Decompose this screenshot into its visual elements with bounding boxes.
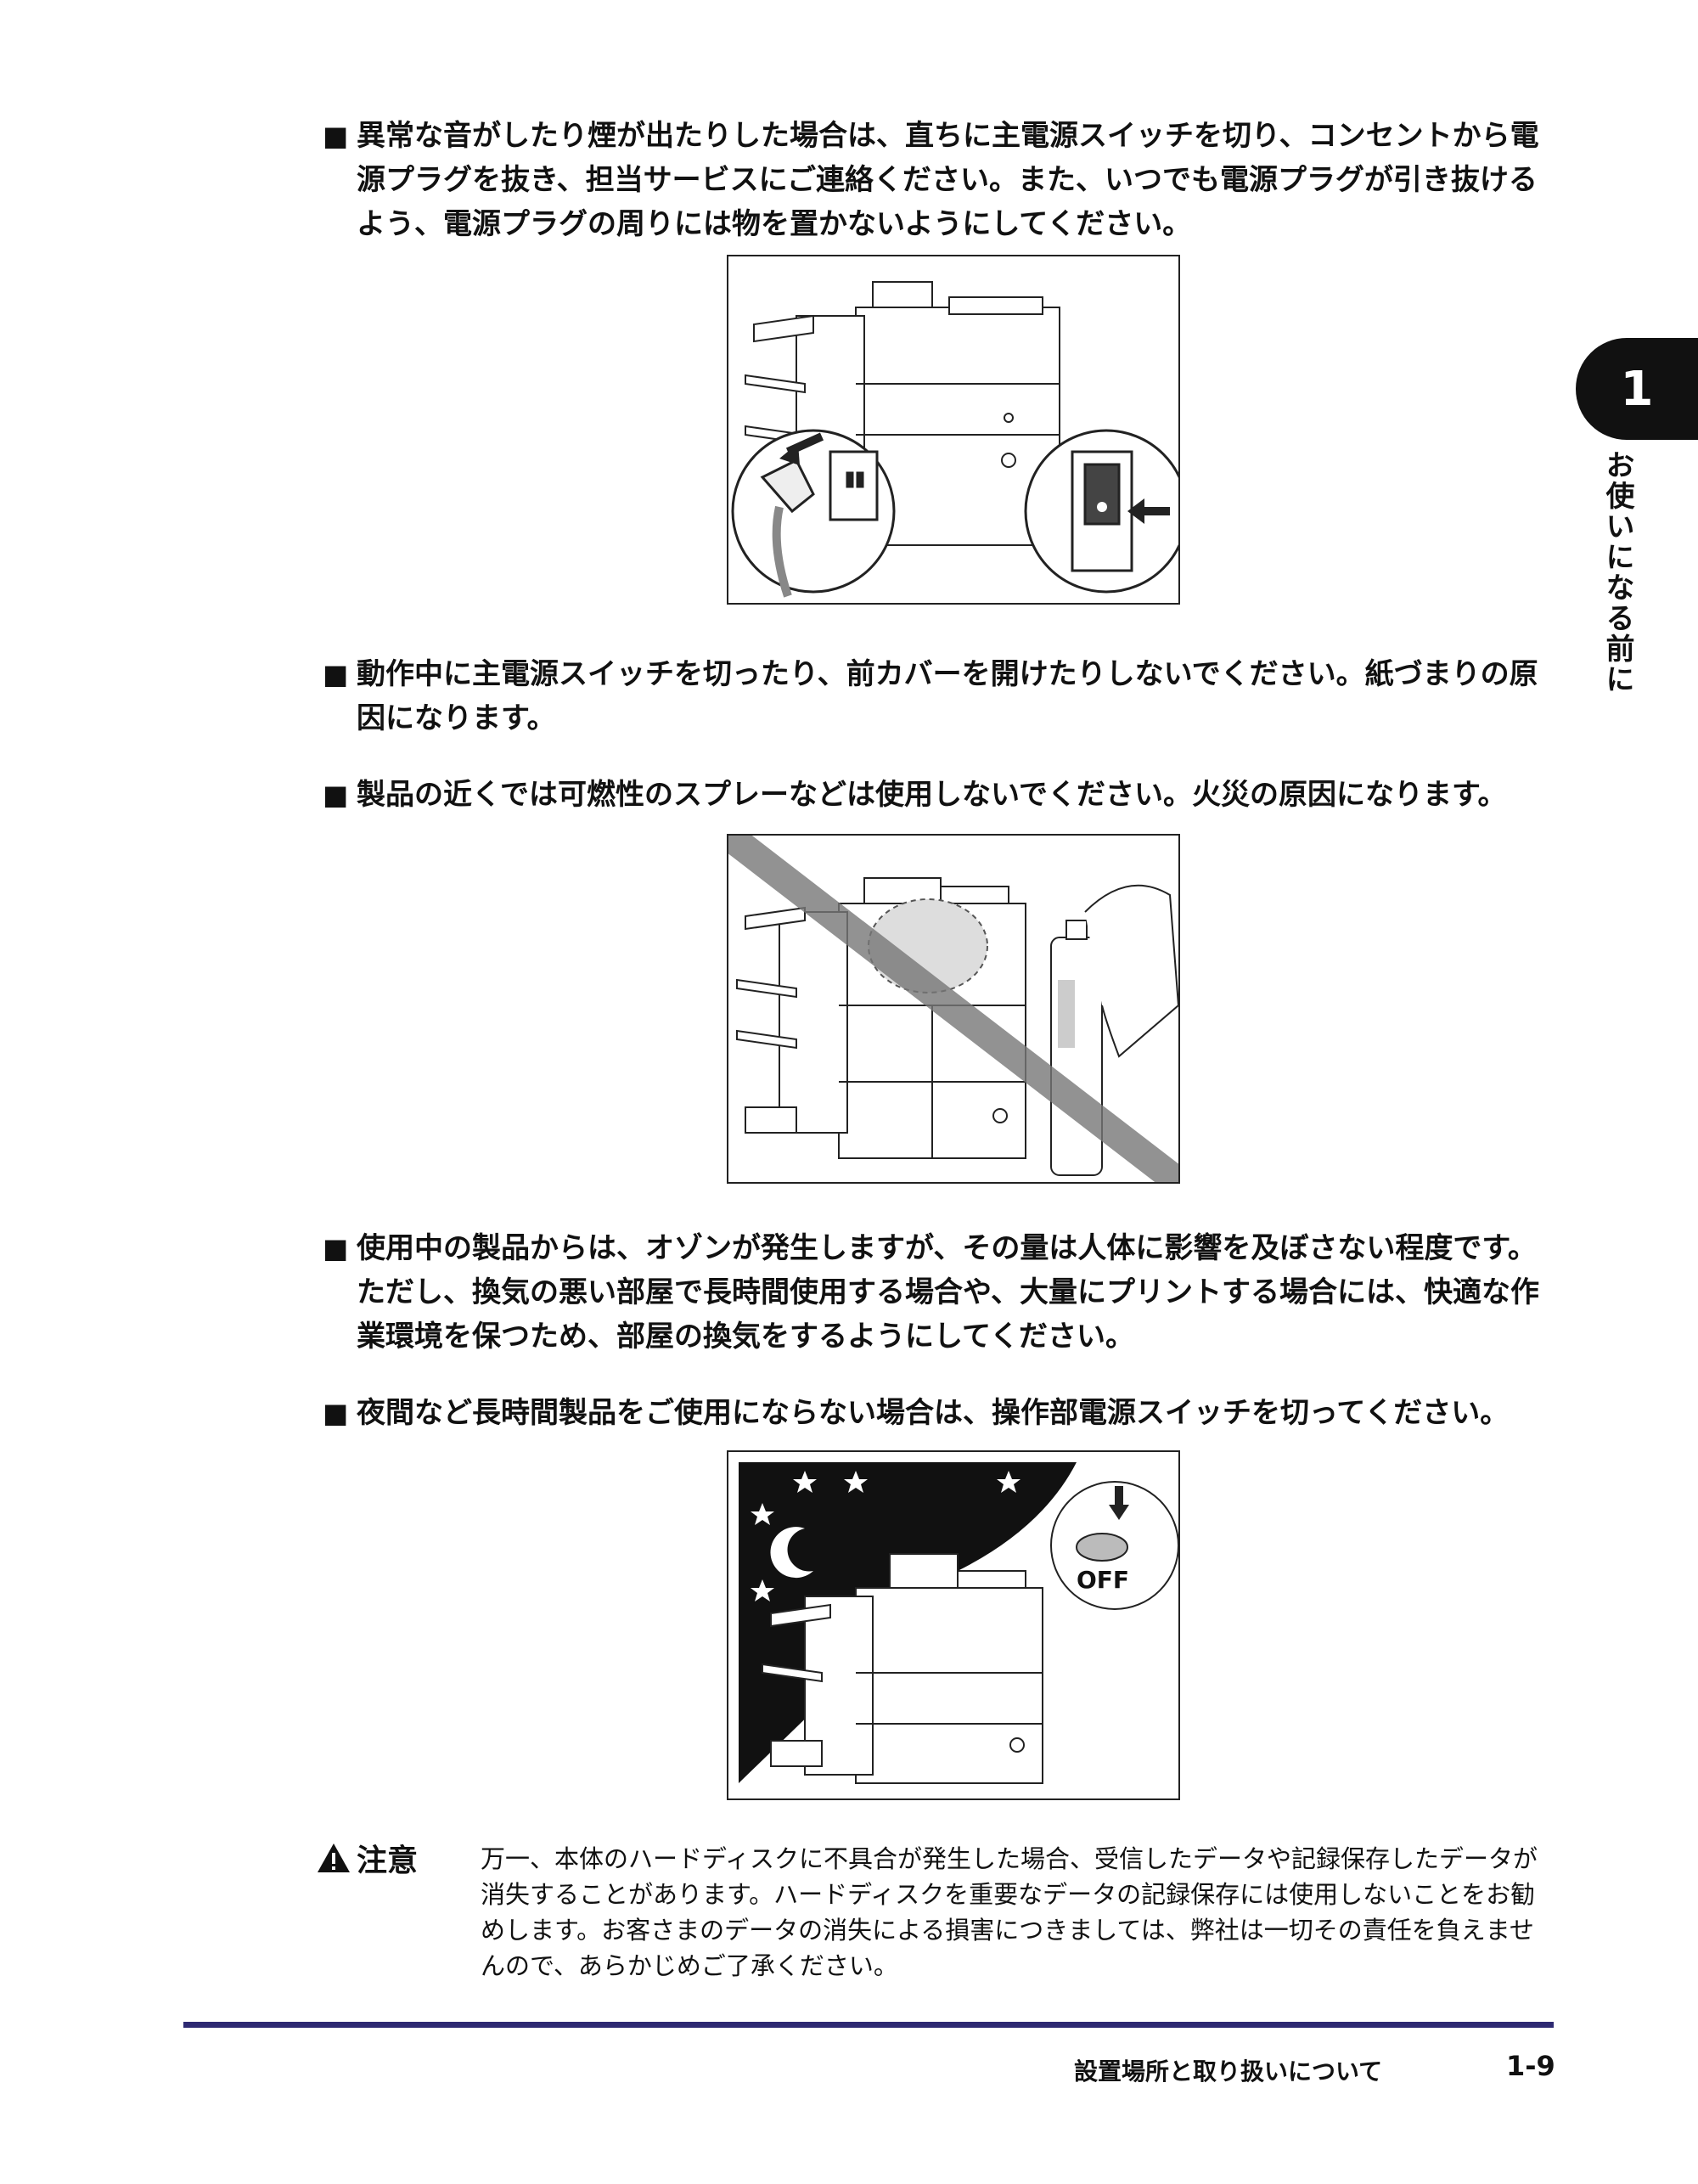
spray-prohibited-illustration: [728, 836, 1178, 1182]
bullet-mark: ■: [323, 120, 349, 152]
bullet-text: 異常な音がしたり煙が出たりした場合は、直ちに主電源スイッチを切り、コンセントから…: [357, 119, 1539, 241]
chapter-tab: 1: [1576, 338, 1698, 440]
bullet-item: ■ 異常な音がしたり煙が出たりした場合は、直ちに主電源スイッチを切り、コンセント…: [323, 114, 1554, 246]
footer-section-title: 設置場所と取り扱いについて: [1074, 2057, 1383, 2085]
night-sky: [739, 1462, 1077, 1783]
printer-unplug-illustration: [731, 281, 1178, 598]
figure-no-spray: [727, 834, 1180, 1184]
bullet-mark: ■: [323, 1232, 349, 1264]
off-label: OFF: [1077, 1566, 1129, 1594]
bullet-text: 使用中の製品からは、オゾンが発生しますが、その量は人体に影響を及ぼさない程度です…: [357, 1231, 1539, 1354]
stars-icon: [751, 1471, 1020, 1601]
caution-label: 注意: [316, 1836, 418, 1880]
figure-night-switch-off: OFF: [727, 1450, 1180, 1800]
power-button-callout: OFF: [1050, 1481, 1178, 1610]
moon-icon: [770, 1527, 813, 1579]
bullet-item: ■ 夜間など長時間製品をご使用にならない場合は、操作部電源スイッチを切ってくださ…: [323, 1391, 1554, 1435]
page-number: 1-9: [1506, 2050, 1555, 2082]
bullet-item: ■ 製品の近くでは可燃性のスプレーなどは使用しないでください。火災の原因になりま…: [323, 773, 1554, 817]
warning-triangle-icon: [318, 1843, 350, 1872]
bullet-mark: ■: [323, 779, 349, 811]
bullet-item: ■ 使用中の製品からは、オゾンが発生しますが、その量は人体に影響を及ぼさない程度…: [323, 1226, 1554, 1359]
bullet-mark: ■: [323, 658, 349, 690]
caution-text: 万一、本体のハードディスクに不具合が発生した場合、受信したデータや記録保存したデ…: [481, 1844, 1538, 1980]
bullet-mark: ■: [323, 1397, 349, 1429]
bullet-text: 夜間など長時間製品をご使用にならない場合は、操作部電源スイッチを切ってください。: [357, 1396, 1510, 1430]
prohibition-slash: [728, 836, 1178, 1182]
figure-unplug-power: [727, 255, 1180, 605]
night-switch-off-illustration: OFF: [739, 1462, 1178, 1784]
bullet-text: 動作中に主電源スイッチを切ったり、前カバーを開けたりしないでください。紙づまりの…: [357, 657, 1538, 735]
bullet-text: 製品の近くでは可燃性のスプレーなどは使用しないでください。火災の原因になります。: [357, 778, 1507, 812]
footer-rule: [183, 2022, 1554, 2028]
caution-heading: 注意: [357, 1843, 419, 1878]
chapter-title: お使いになる前に: [1600, 450, 1634, 695]
chapter-number: 1: [1620, 361, 1654, 417]
bullet-item: ■ 動作中に主電源スイッチを切ったり、前カバーを開けたりしないでください。紙づま…: [323, 652, 1554, 740]
switch-inset: [1024, 429, 1178, 594]
spray-can: [1050, 884, 1178, 1176]
plug-inset: [731, 429, 896, 598]
